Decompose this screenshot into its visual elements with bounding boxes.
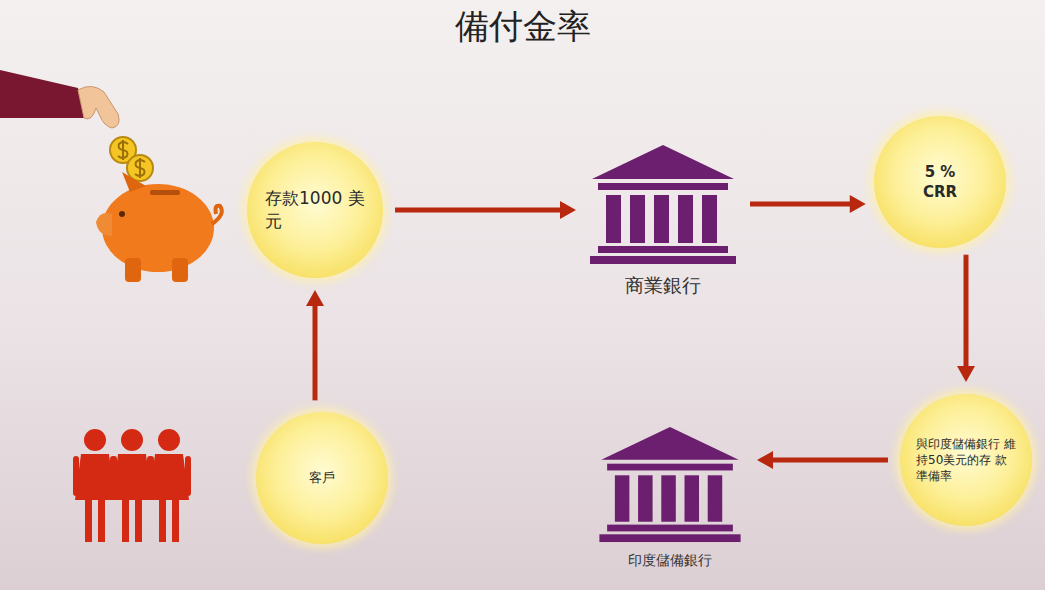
bank-label: 印度儲備銀行 [585, 551, 755, 570]
bank-icon [595, 425, 745, 543]
circle-text: 存款1000 美元 [265, 187, 365, 233]
circle-text: 與印度儲備銀行 維持50美元的存 款準備率 [916, 436, 1016, 485]
circle-node: 5 % CRR [874, 116, 1006, 248]
flow-arrow [306, 290, 324, 400]
arrow-line [750, 202, 852, 207]
arrow-line [395, 208, 562, 213]
arrowhead [560, 201, 576, 219]
arrowhead [957, 366, 975, 382]
circle-text: 5 % CRR [910, 162, 970, 203]
arrow-line [771, 458, 888, 463]
arrow-line [964, 255, 969, 368]
arrowhead [306, 290, 324, 306]
title: 備付金率 [0, 4, 1045, 50]
circle-node: 與印度儲備銀行 維持50美元的存 款準備率 [900, 394, 1032, 526]
flow-arrow [395, 201, 576, 219]
circle-node: 客戶 [256, 412, 388, 544]
arrow-line [313, 304, 318, 400]
bank-icon [588, 143, 738, 265]
people [73, 429, 191, 542]
circle-node: 存款1000 美元 [247, 142, 383, 278]
flow-arrow [757, 451, 888, 469]
piggy-bank [96, 172, 222, 282]
arrowhead [757, 451, 773, 469]
circle-text: 客戶 [277, 469, 367, 487]
sleeve [0, 70, 84, 118]
bank-node: 印度儲備銀行 [585, 425, 755, 570]
bank-label: 商業銀行 [578, 273, 748, 299]
bank-node: 商業銀行 [578, 143, 748, 299]
arrowhead [850, 195, 866, 213]
flow-arrow [957, 255, 975, 382]
coins [110, 137, 153, 181]
hand [78, 86, 119, 128]
flow-arrow [750, 195, 866, 213]
